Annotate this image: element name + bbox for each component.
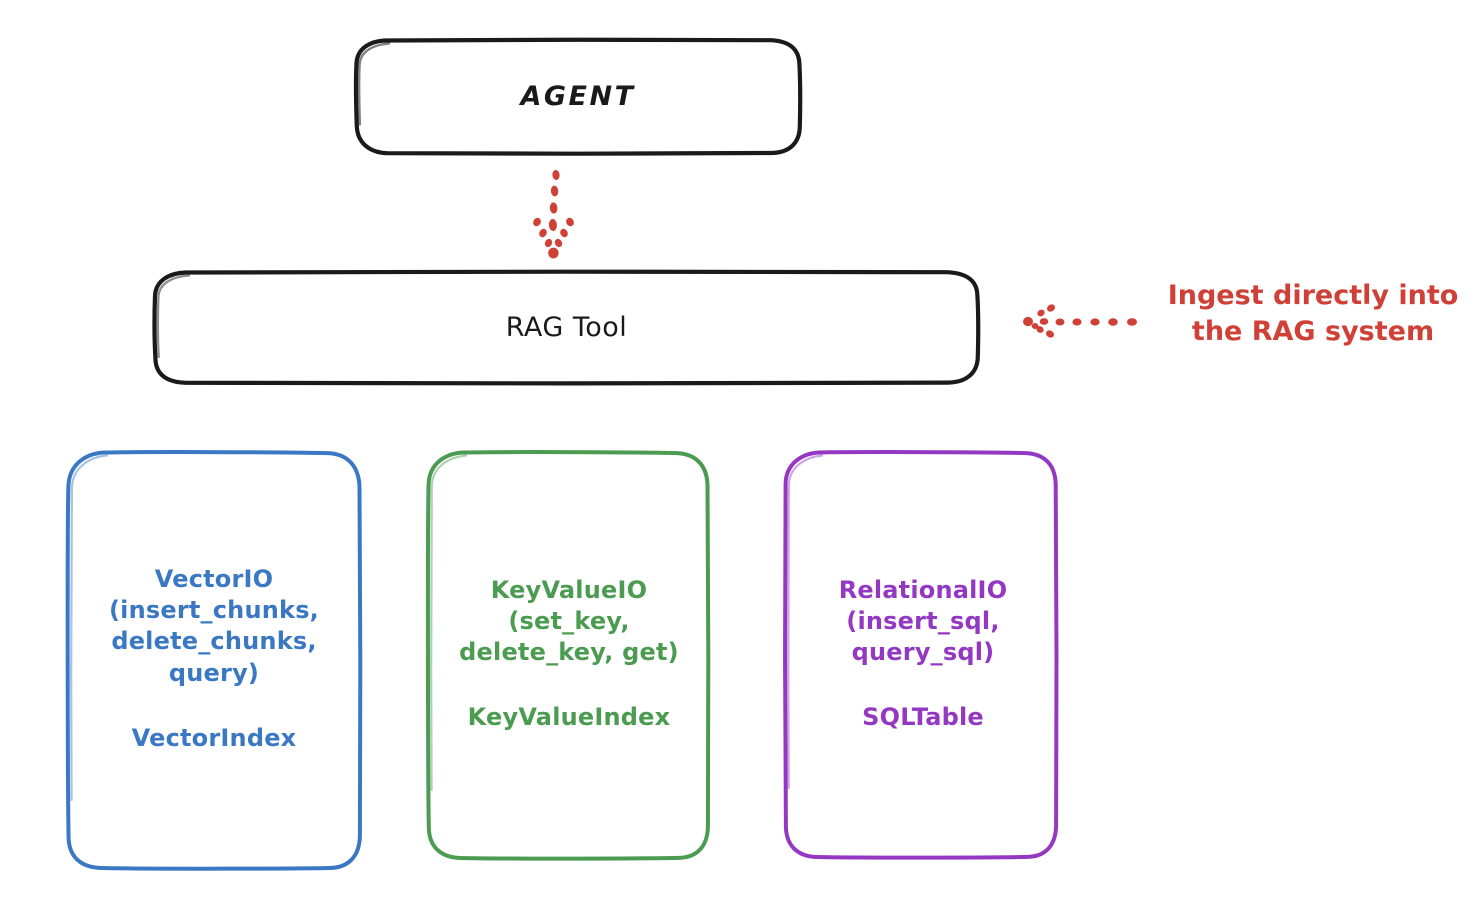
vector-io-signature: VectorIO (insert_chunks, delete_chunks, … (109, 565, 319, 687)
key-value-io-signature: KeyValueIO (set_key, delete_key, get) (459, 575, 679, 666)
relational-io-signature: RelationalIO (insert_sql, query_sql) (838, 575, 1008, 666)
edge-ingest-annotation-arrow (1023, 304, 1137, 338)
edge-agent-to-rag-tool-arrow (533, 170, 574, 259)
agent-node-label: AGENT (520, 81, 636, 113)
relational-io-node-label: RelationalIO (insert_sql, query_sql) SQL… (787, 452, 1059, 856)
key-value-io-index: KeyValueIndex (467, 703, 671, 732)
ingest-annotation-text: Ingest directly into the RAG system (1167, 280, 1459, 348)
vector-io-node-label: VectorIO (insert_chunks, delete_chunks, … (70, 452, 358, 866)
relational-io-index: SQLTable (862, 703, 984, 732)
key-value-io-node-label: KeyValueIO (set_key, delete_key, get) Ke… (430, 452, 708, 856)
vector-io-index: VectorIndex (131, 723, 297, 752)
rag-tool-node-label: RAG Tool (505, 311, 628, 343)
